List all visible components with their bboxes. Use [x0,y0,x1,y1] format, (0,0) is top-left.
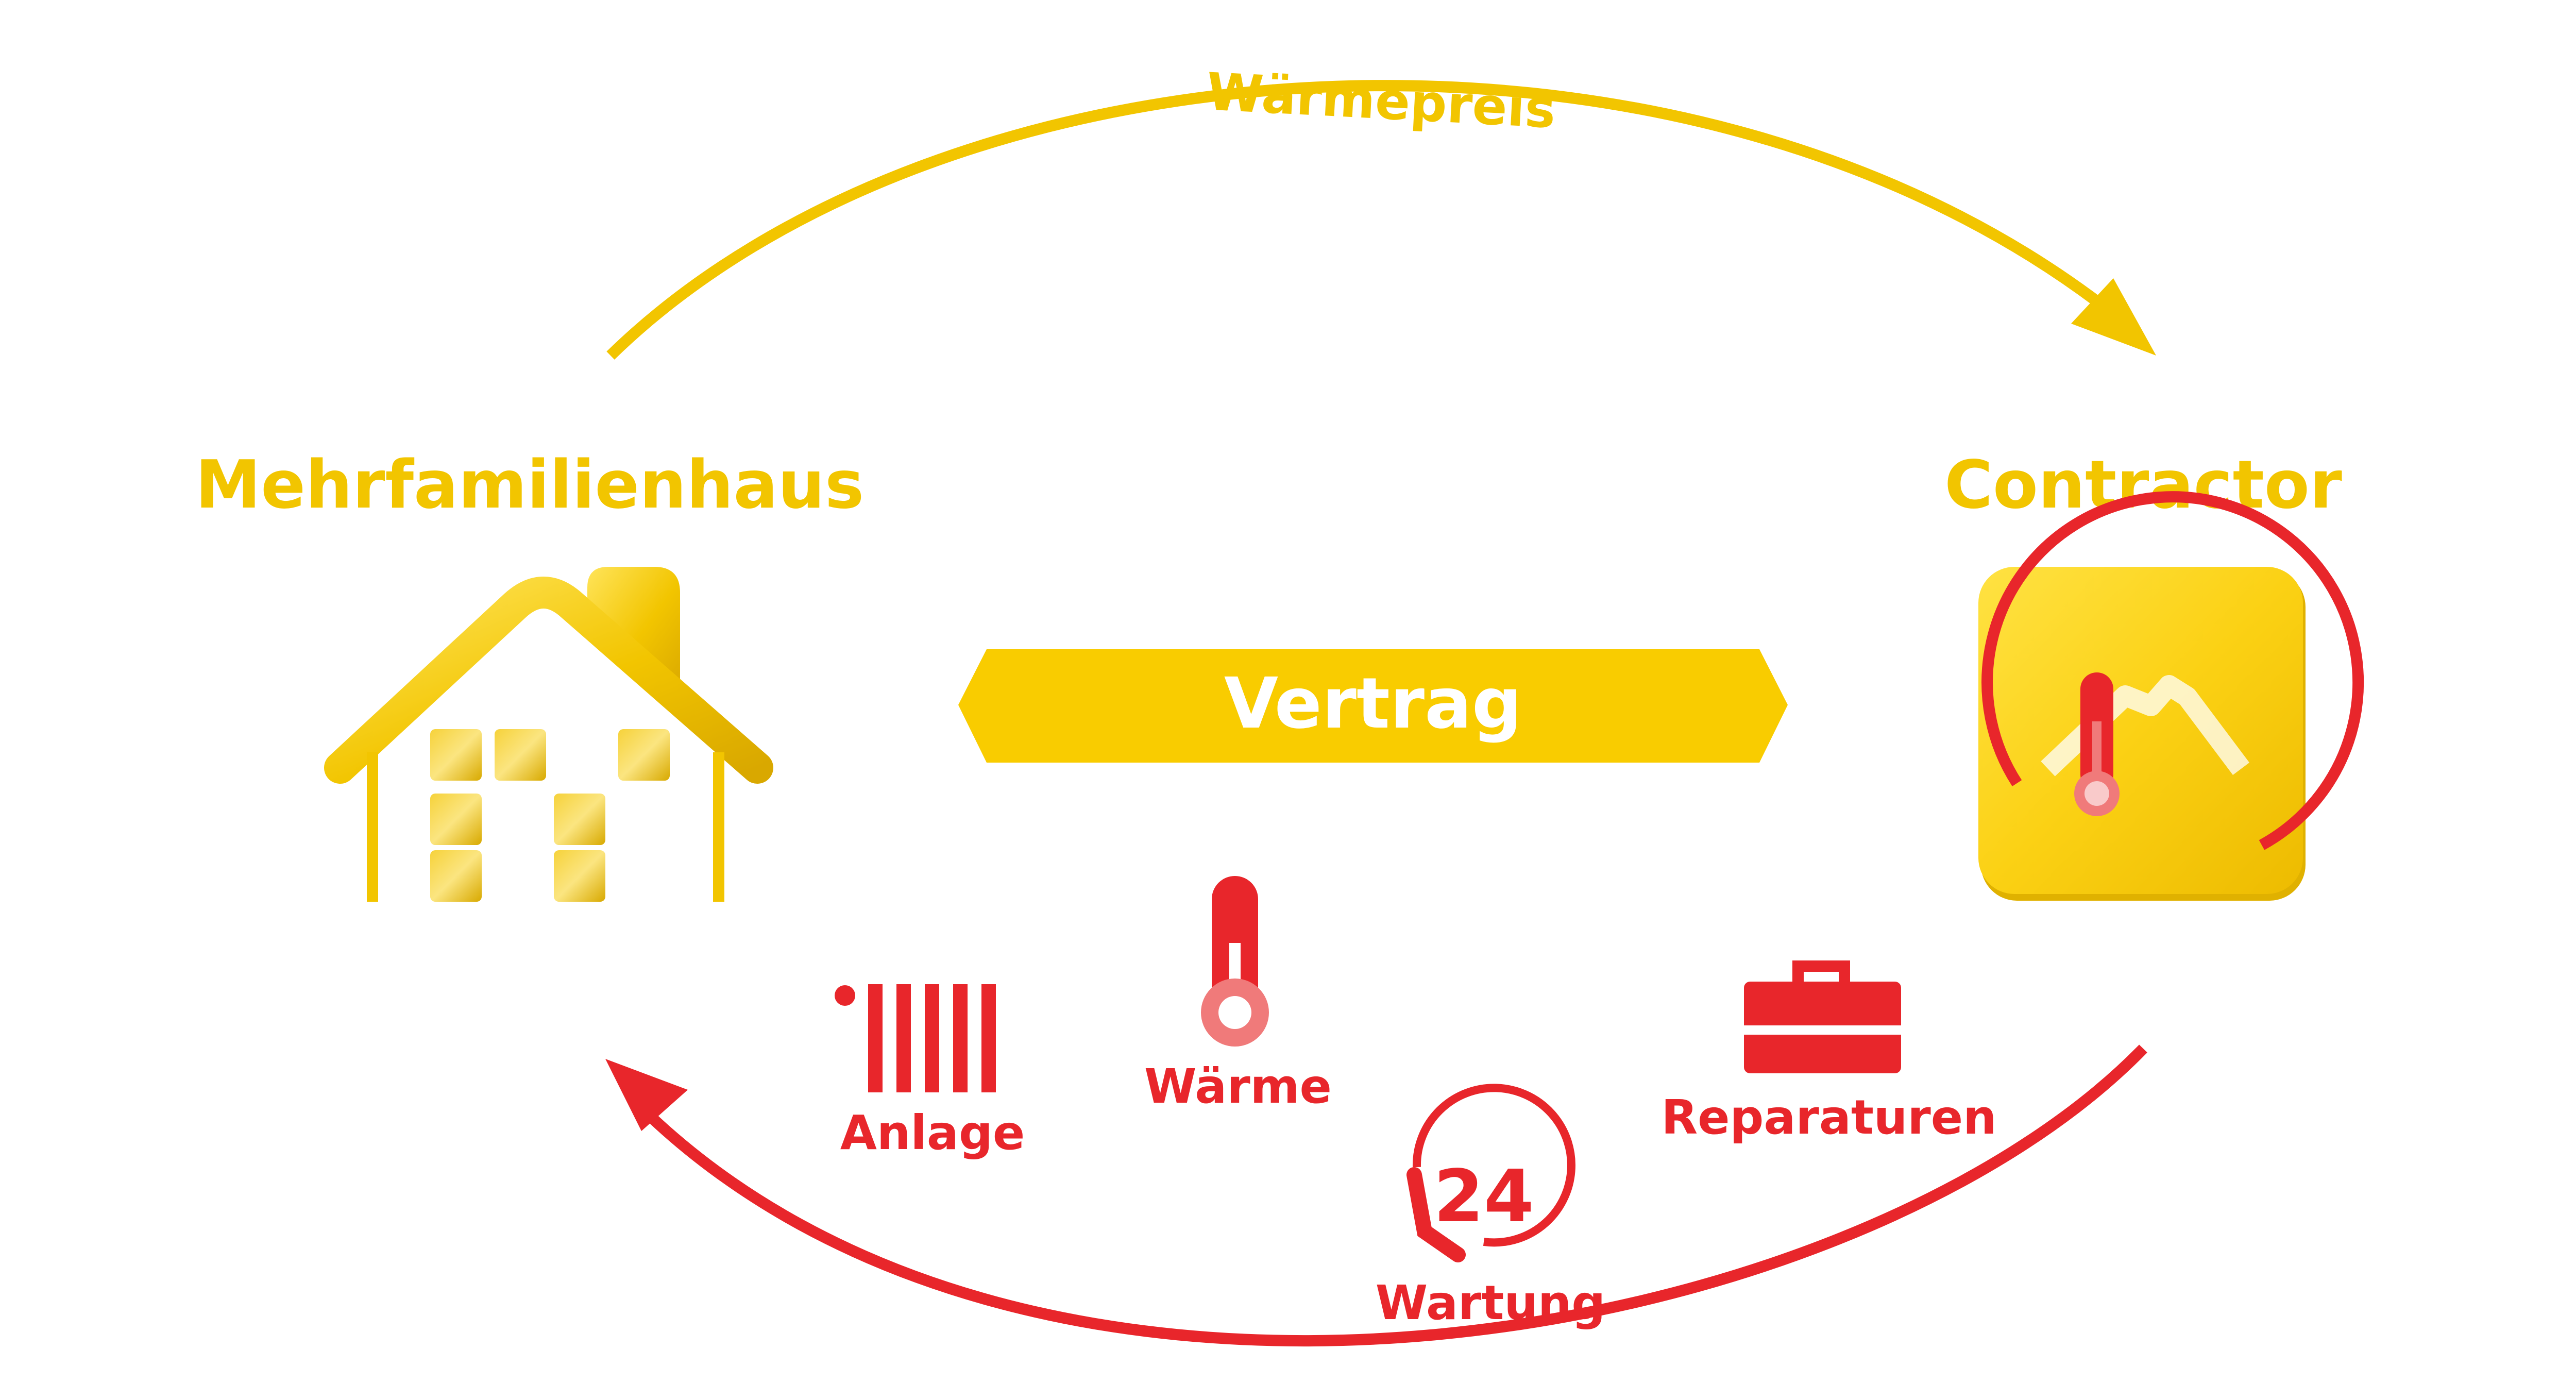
contract-label: Vertrag [1224,663,1522,745]
thermometer-icon [1201,876,1269,1047]
contractor-label: Contractor [1944,447,2342,524]
service-label-reparaturen: Reparaturen [1661,1090,1996,1145]
service-label-wartung: Wartung [1376,1275,1605,1330]
price-arrow-arc [606,80,2111,360]
service-badge-24: 24 [1434,1155,1534,1239]
house-label: Mehrfamilienhaus [195,447,864,524]
price-label: Wärmepreis [1205,61,1557,140]
24h-service-icon: 24 [1406,1084,1575,1262]
service-arrow-arc [630,1044,2147,1347]
price-arrow-head [2071,278,2156,356]
toolbox-icon [1744,960,1901,1073]
contractor-icon [1978,491,2364,901]
contract-banner: Vertrag [958,649,1788,763]
service-arrow-head [605,1059,688,1131]
service-label-waerme: Wärme [1144,1059,1332,1114]
radiator-icon [835,984,996,1092]
house-icon [324,567,773,902]
service-label-anlage: Anlage [840,1105,1025,1160]
